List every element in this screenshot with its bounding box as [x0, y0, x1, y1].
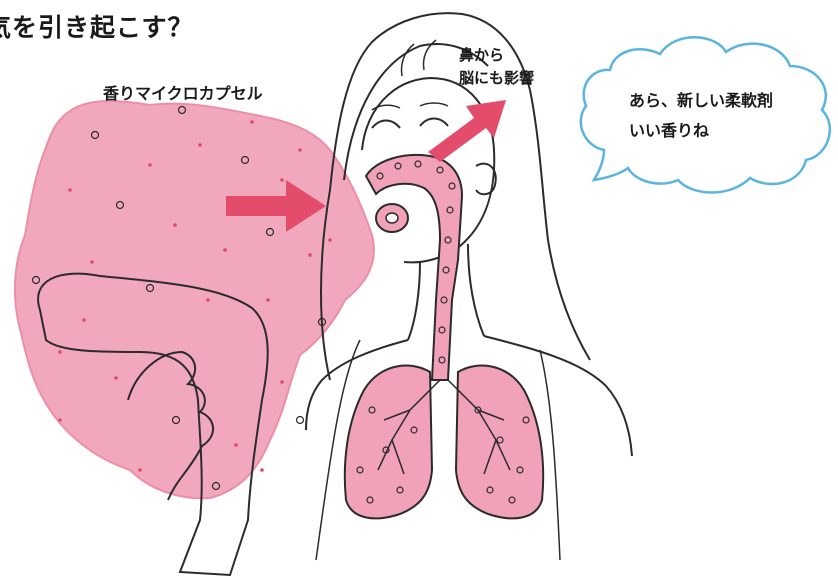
capsule-dot: [260, 468, 264, 472]
capsule-dot: [68, 188, 72, 192]
capsule-dot: [298, 148, 302, 152]
right-lung: [456, 366, 543, 519]
capsule-dot: [223, 248, 227, 252]
nostril-hole: [386, 213, 398, 223]
capsule-dot: [234, 443, 238, 447]
capsule-dot: [328, 238, 332, 242]
capsule-dot: [138, 468, 142, 472]
nose-label-line2: 脳にも影響: [459, 67, 534, 90]
right-brow: [420, 103, 448, 106]
capsule-dot: [58, 350, 62, 354]
left-eye: [372, 121, 400, 129]
left-lung: [345, 366, 432, 519]
capsule-dot: [173, 223, 177, 227]
right-eye: [420, 119, 448, 127]
nose-brain-label: 鼻から 脳にも影響: [459, 44, 534, 90]
capsule-dot: [206, 298, 210, 302]
speech-line1: あら、新しい柔軟剤: [629, 86, 773, 116]
neck-right: [468, 244, 484, 336]
capsule-ring: [297, 417, 304, 424]
page-title: 気を引き起こす？: [0, 8, 194, 44]
capsule-dot: [82, 318, 86, 322]
neck-left: [408, 262, 420, 340]
capsule-dot: [58, 418, 62, 422]
capsule-dot: [114, 376, 118, 380]
capsule-dot: [250, 120, 254, 124]
capsule-dot: [90, 260, 94, 264]
capsule-dot: [280, 380, 284, 384]
speech-bubble-text: あら、新しい柔軟剤 いい香りね: [629, 86, 773, 146]
speech-line2: いい香りね: [629, 116, 773, 146]
capsule-dot: [266, 298, 270, 302]
capsule-dot: [198, 143, 202, 147]
capsule-dot: [280, 178, 284, 182]
capsule-dot: [308, 253, 312, 257]
capsule-dot: [148, 163, 152, 167]
capsule-label: 香りマイクロカプセル: [103, 80, 263, 104]
nose-label-line1: 鼻から: [459, 44, 534, 67]
